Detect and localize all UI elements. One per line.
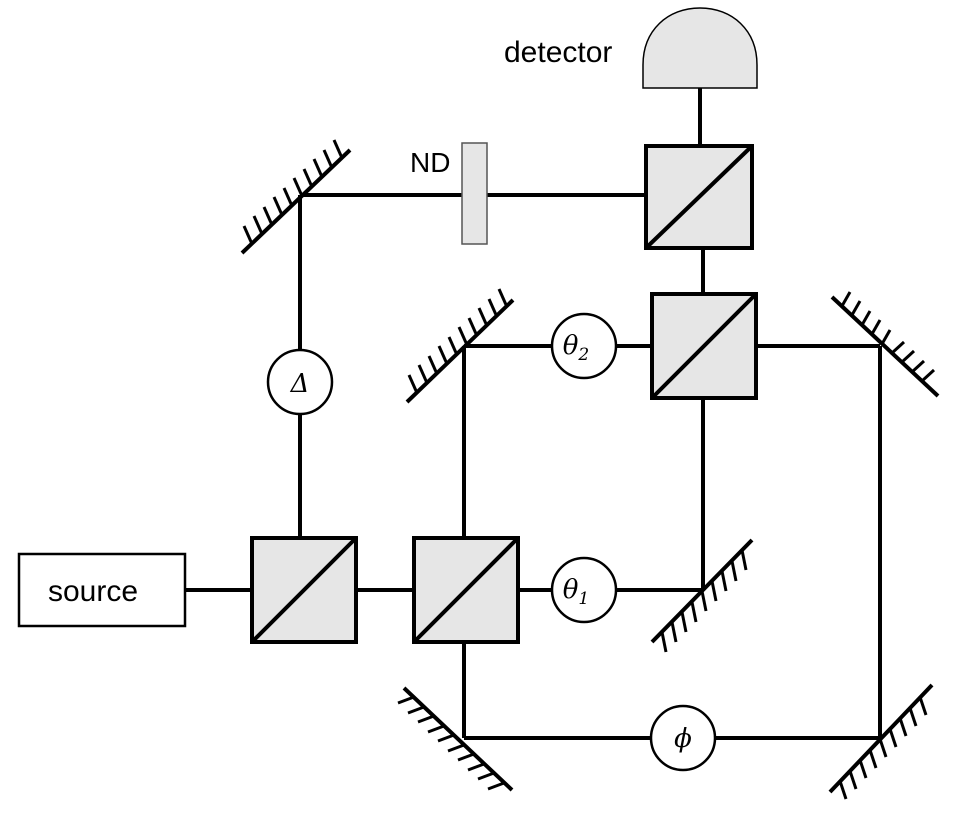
phase-theta1: θ1	[550, 556, 618, 624]
mirror-top-right	[830, 291, 940, 398]
beam-splitter-4	[644, 144, 754, 250]
phase-theta2-label: θ2	[563, 331, 589, 365]
mirror-bottom-left	[397, 686, 514, 792]
mirror-right-lower	[650, 538, 754, 653]
beam-splitter-1	[250, 536, 358, 644]
beam-splitter-3	[650, 292, 758, 400]
phase-phi: ϕ	[649, 704, 717, 772]
phase-delta: Δ	[266, 348, 334, 416]
mirror-top-left	[240, 139, 352, 255]
phase-theta1-label: θ1	[563, 575, 589, 609]
mirror-middle-left	[405, 288, 515, 404]
phase-delta-label: Δ	[290, 369, 310, 399]
nd-label: ND	[410, 147, 450, 178]
nd-filter: ND	[410, 142, 488, 245]
source-label: source	[48, 575, 138, 608]
detector: detector	[504, 7, 758, 89]
source: source	[17, 552, 187, 628]
beam-splitter-2	[412, 536, 520, 644]
mirror-bottom-right	[828, 683, 934, 800]
phase-theta2: θ2	[550, 312, 618, 380]
phase-phi-label: ϕ	[674, 724, 692, 754]
detector-label: detector	[504, 36, 612, 69]
